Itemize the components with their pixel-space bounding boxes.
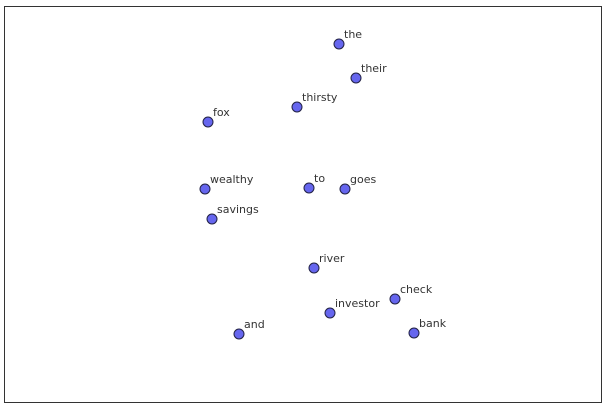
point-the <box>333 38 345 50</box>
point-bank <box>408 327 420 339</box>
point-label-goes: goes <box>350 173 376 186</box>
point-label-to: to <box>314 172 325 185</box>
point-and <box>233 328 245 340</box>
point-label-the: the <box>344 28 362 41</box>
point-label-and: and <box>244 318 265 331</box>
point-label-investor: investor <box>335 297 380 310</box>
point-label-fox: fox <box>213 106 230 119</box>
point-investor <box>324 307 336 319</box>
point-to <box>303 182 315 194</box>
point-thirsty <box>291 101 303 113</box>
point-label-thirsty: thirsty <box>302 91 338 104</box>
point-label-savings: savings <box>217 203 259 216</box>
scatter-plot: the their thirsty fox wealthy to goes savings ri… <box>199 28 447 340</box>
point-label-river: river <box>319 252 345 265</box>
point-wealthy <box>199 183 211 195</box>
point-savings <box>206 213 218 225</box>
point-label-check: check <box>400 283 433 296</box>
point-label-bank: bank <box>419 317 447 330</box>
point-river <box>308 262 320 274</box>
point-fox <box>202 116 214 128</box>
point-goes <box>339 183 351 195</box>
point-check <box>389 293 401 305</box>
point-their <box>350 72 362 84</box>
plot-area: the their thirsty fox wealthy to goes savings ri… <box>4 6 602 403</box>
point-label-their: their <box>361 62 387 75</box>
point-label-wealthy: wealthy <box>210 173 254 186</box>
